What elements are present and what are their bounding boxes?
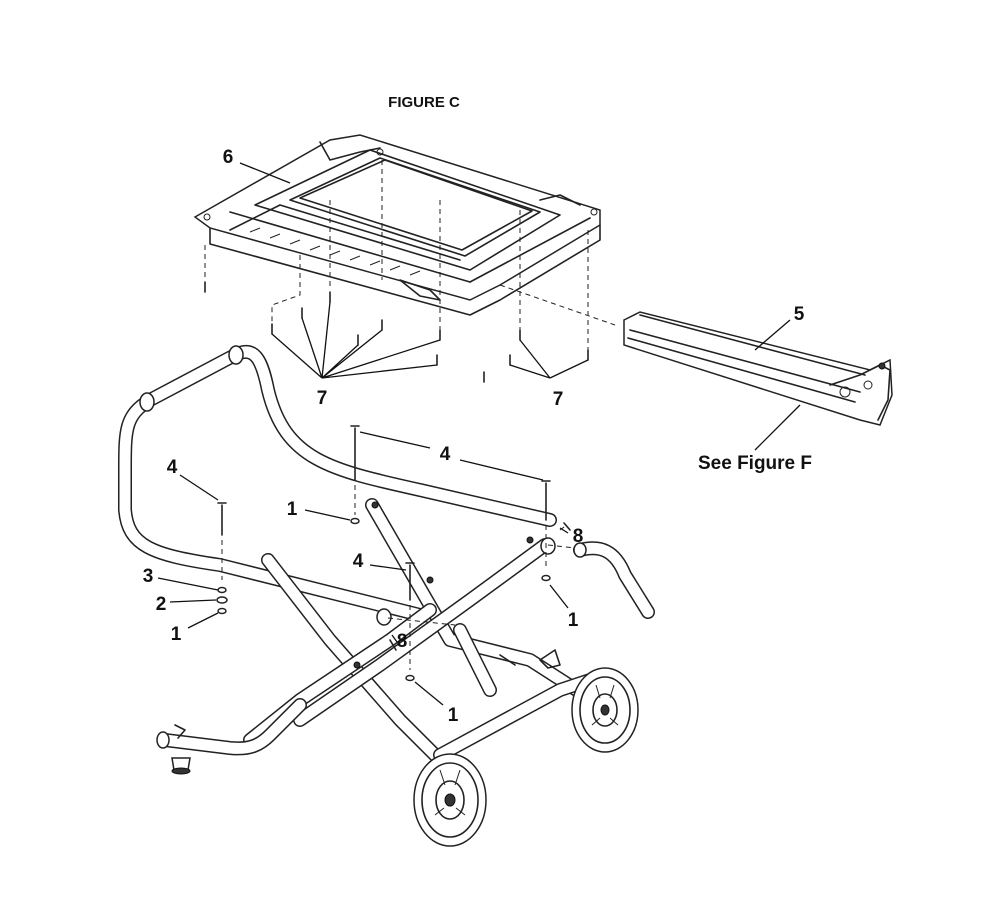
- front-wheel: [413, 753, 487, 847]
- callout-4-left: 4: [167, 457, 178, 478]
- part-5-rail-assembly: [623, 311, 893, 426]
- callout-4-top: 4: [440, 444, 451, 465]
- stand-frame: [118, 344, 655, 775]
- part-6-table-tray: [193, 134, 601, 316]
- callout-7-left: 7: [317, 388, 328, 409]
- callout-8-right: 8: [573, 526, 584, 547]
- callout-8-lower: 8: [397, 631, 408, 652]
- rear-wheel: [571, 667, 639, 753]
- hardware-nuts-washers: [216, 517, 571, 682]
- callout-3: 3: [143, 566, 154, 587]
- callout-2: 2: [156, 594, 167, 615]
- callout-6: 6: [223, 147, 234, 168]
- part-7-screws: [204, 160, 616, 383]
- leader-lines: [157, 162, 801, 706]
- callout-1-top: 1: [287, 499, 298, 520]
- figure-title: FIGURE C: [388, 94, 460, 111]
- callout-4-lower: 4: [353, 551, 364, 572]
- callout-1-bottom: 1: [448, 705, 459, 726]
- callout-7-right: 7: [553, 389, 564, 410]
- callout-1-right: 1: [568, 610, 579, 631]
- callout-labels: 6 5 7 7 4 4 4 1 1 1 1 2 3 8 8 See Figure…: [143, 147, 812, 726]
- callout-1-left: 1: [171, 624, 182, 645]
- see-figure-f-note: See Figure F: [698, 453, 812, 474]
- part-4-bolts: [217, 425, 576, 670]
- callout-5: 5: [794, 304, 805, 325]
